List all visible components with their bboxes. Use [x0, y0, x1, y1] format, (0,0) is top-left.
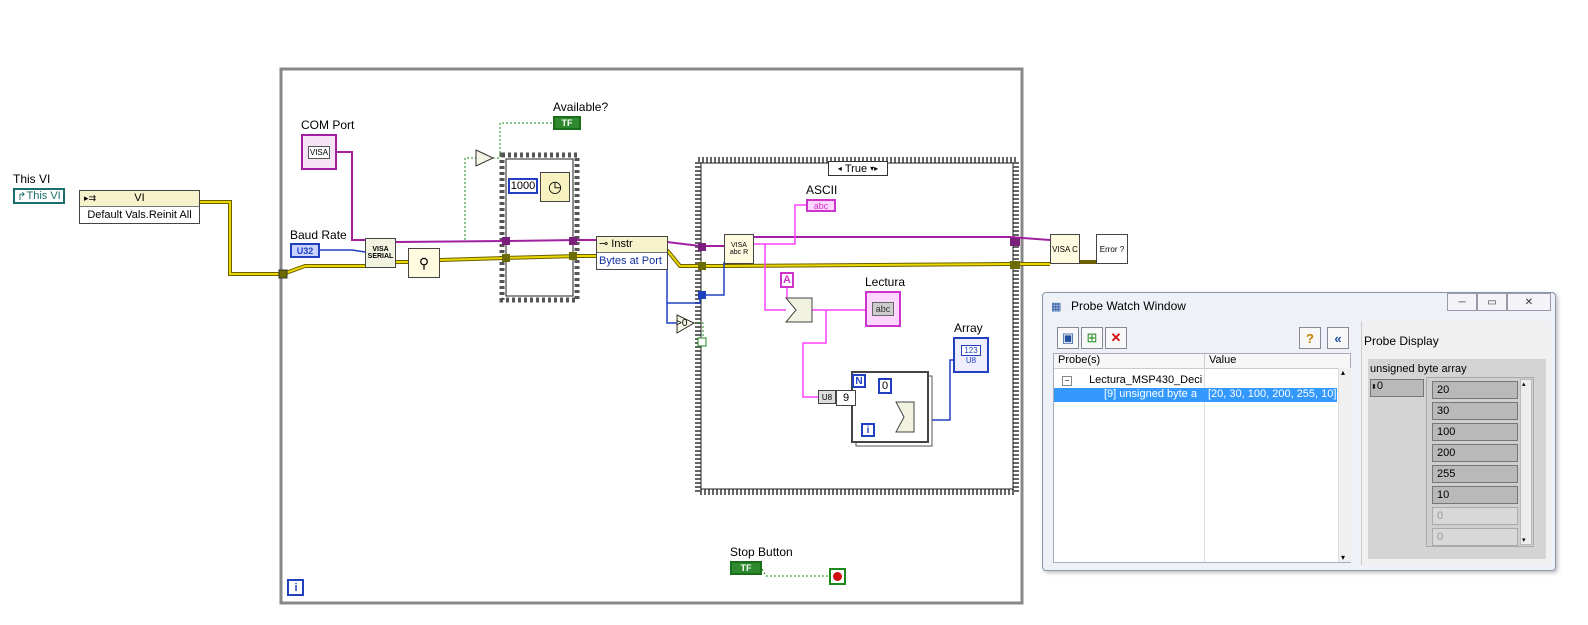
property-node[interactable]: ▸⇉ VI Default Vals.Reinit All [79, 190, 200, 224]
minimize-button[interactable]: ─ [1447, 293, 1477, 311]
index-stepper-icon: ⬍ [1371, 384, 1377, 391]
com-port-label: COM Port [301, 118, 355, 132]
array-element-empty: 0 [1432, 507, 1518, 525]
array-display-label: unsigned byte array [1370, 363, 1467, 375]
baud-wire [320, 249, 366, 253]
double-chevron-left-icon: « [1334, 330, 1342, 346]
maximize-button[interactable]: ▭ [1477, 293, 1507, 311]
window-icon: ▣ [1061, 330, 1075, 345]
wait-ms-constant[interactable]: 1000 [508, 178, 538, 194]
grid-icon: ⊞ [1086, 330, 1098, 345]
array-element: 30 [1432, 402, 1518, 420]
probes-column-header[interactable]: Probe(s) [1058, 354, 1101, 366]
stop-button-control[interactable]: TF [730, 561, 762, 575]
greater-than-zero-label: >0 [676, 318, 688, 329]
this-vi-reference[interactable]: ↱This VI [13, 188, 65, 204]
minimize-icon: ─ [1458, 296, 1466, 308]
com-port-control[interactable]: VISA [301, 134, 337, 170]
probe-display-title: Probe Display [1364, 334, 1439, 348]
simple-error-handler-node[interactable]: Error ? [1096, 234, 1128, 264]
for-loop-iteration-terminal: i [861, 423, 875, 437]
retain-values-button[interactable]: ⊞ [1081, 327, 1103, 349]
greater-than-zero-icon [676, 314, 696, 334]
scroll-up-icon: ▴ [1522, 381, 1526, 388]
delete-icon: ✕ [1110, 330, 1122, 345]
bool-wires [464, 122, 830, 577]
available-label: Available? [553, 100, 609, 114]
array-element: 200 [1432, 444, 1518, 462]
ascii-label: ASCII [806, 183, 838, 197]
zero-constant[interactable]: 0 [878, 378, 892, 394]
loop-count-constant[interactable]: 9 [836, 390, 856, 406]
while-iteration-terminal [287, 579, 304, 596]
tree-item-selected[interactable]: [9] unsigned byte a [20, 30, 100, 200, 2… [1054, 388, 1337, 402]
probe-window-icon: ▦ [1051, 301, 1062, 313]
array-element: 10 [1432, 486, 1518, 504]
not-gate-icon [475, 149, 495, 167]
clock-icon: ◷ [548, 179, 562, 196]
collapse-display-button[interactable]: « [1327, 327, 1349, 349]
for-loop-count-terminal: N [852, 374, 866, 388]
string-constant-a[interactable]: A [780, 272, 794, 288]
case-structure-frame [695, 157, 1019, 495]
available-indicator: TF [553, 116, 581, 130]
dropdown-icon: ▾▸ [870, 164, 879, 173]
visa-read-node[interactable]: VISA abc R [724, 234, 754, 264]
ascii-indicator: abc [806, 199, 836, 212]
visa-configure-serial-node[interactable]: VISA SERIAL [365, 238, 396, 268]
wait-ms-node[interactable]: ◷ [540, 172, 570, 202]
while-loop-frame [279, 67, 1024, 605]
baud-rate-control[interactable]: U32 [290, 243, 320, 258]
probe-window-title: Probe Watch Window [1071, 299, 1186, 313]
array-label: Array [954, 321, 983, 335]
array-scrollbar[interactable]: ▴ ▾ [1520, 379, 1532, 545]
arrow-icon: ↱ [17, 190, 27, 203]
stop-button-label: Stop Button [730, 545, 793, 559]
array-index-control[interactable]: ⬍0 [1370, 379, 1424, 397]
sequence-frame [499, 152, 580, 303]
property-node-item: Default Vals.Reinit All [87, 209, 192, 221]
string-wires [754, 204, 866, 398]
magnifier-icon: ⚲ [418, 254, 430, 271]
scroll-down-icon: ▾ [1341, 553, 1346, 562]
array-element: 255 [1432, 465, 1518, 483]
while-iteration-label: i [294, 582, 298, 594]
close-button[interactable]: ✕ [1507, 293, 1551, 311]
scroll-up-icon: ▴ [1341, 368, 1346, 377]
lectura-label: Lectura [865, 275, 906, 289]
collapse-icon: − [1062, 376, 1072, 386]
open-probe-button[interactable]: ▣ [1057, 327, 1079, 349]
string-to-byte-array-node[interactable]: U8 [818, 390, 836, 404]
scroll-down-icon: ▾ [1522, 537, 1526, 544]
array-element: 100 [1432, 423, 1518, 441]
help-button[interactable]: ? [1299, 327, 1321, 349]
case-selector[interactable]: ◂ True ▾▸ [828, 161, 888, 176]
instr-property-node[interactable]: ⊸ Instr Bytes at Port [596, 236, 668, 270]
array-indicator: 123 U8 [953, 337, 989, 373]
value-column-header[interactable]: Value [1204, 354, 1236, 368]
concat-strings-node [784, 297, 813, 323]
probe-list[interactable]: Probe(s) Value − Lectura_MSP430_Deci [9]… [1053, 353, 1351, 563]
probe-watch-window[interactable]: ▦ Probe Watch Window ─ ▭ ✕ ▣ ⊞ ✕ ? « Pro… [1042, 292, 1556, 571]
array-element-empty: 0 [1432, 528, 1518, 546]
restore-icon: ▭ [1487, 296, 1497, 308]
lectura-indicator: abc [865, 291, 901, 327]
key-icon: ⊸ [599, 238, 609, 250]
visa-close-node[interactable]: VISA C [1050, 234, 1080, 264]
close-icon: ✕ [1524, 296, 1534, 308]
array-element: 20 [1432, 381, 1518, 399]
visa-flush-node[interactable]: ⚲ [408, 248, 440, 278]
delete-probe-button[interactable]: ✕ [1105, 327, 1127, 349]
help-icon: ? [1306, 330, 1314, 346]
bytes-at-port-item: Bytes at Port [599, 255, 662, 267]
tree-item-parent[interactable]: − Lectura_MSP430_Deci [1062, 374, 1202, 386]
link-icon: ▸⇉ [84, 193, 97, 203]
tree-scrollbar[interactable]: ▴ ▾ [1338, 368, 1351, 562]
this-vi-label: This VI [13, 172, 51, 186]
visa-wire [336, 151, 1051, 247]
baud-rate-label: Baud Rate [290, 228, 347, 242]
